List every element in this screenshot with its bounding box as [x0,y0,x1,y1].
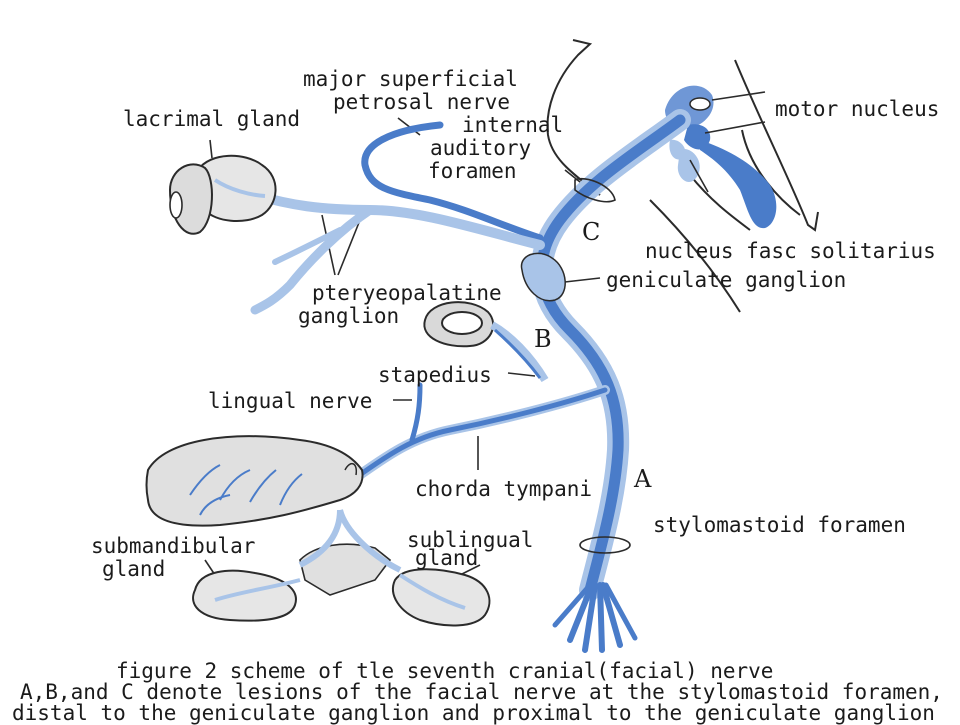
label-stapedius: stapedius [378,363,492,387]
label-gland-submandibular: gland [102,557,166,581]
lesion-marker-a: A [634,465,652,493]
submandibular-gland [192,569,301,622]
caption-title: figure 2 scheme of tle seventh cranial(f… [116,659,774,683]
jaw-connector [298,509,402,596]
eyeball-icon [168,163,213,235]
label-petrosal-nerve: petrosal nerve [333,90,511,114]
geniculate-ganglion [520,252,566,302]
label-submandibular: submandibular [91,534,256,558]
label-nucleus-fasc-solitarius: nucleus fasc solitarius [645,239,936,263]
label-pteryeopalatine: pteryeopalatine [312,281,502,305]
stapedius-muscle [423,301,549,383]
label-foramen: foramen [428,159,517,183]
caption-line-2: A,B,and C denote lesions of the facial n… [20,680,943,704]
petrosal-nerve [250,121,545,315]
label-geniculate-ganglion: geniculate ganglion [606,268,847,292]
label-internal: internal [462,113,564,137]
internal-auditory-foramen [574,178,616,203]
label-ganglion: ganglion [298,304,400,328]
label-sublingual: sublingual [407,528,534,552]
stylomastoid-foramen-ring [579,536,631,554]
label-major-superficial: major superficial [303,67,518,91]
label-auditory: auditory [430,136,532,160]
nucleus-fasc-solitarius [669,139,777,229]
label-stylomastoid-foramen: stylomastoid foramen [653,513,906,537]
label-chorda-tympani: chorda tympani [415,477,593,501]
tongue [145,435,364,527]
lesion-marker-c: C [582,218,601,246]
label-motor-nucleus: motor nucleus [775,97,940,121]
sublingual-gland [392,568,491,627]
lesion-marker-b: B [534,325,552,353]
label-gland-sublingual: gland [415,546,479,570]
label-lingual-nerve: lingual nerve [208,389,373,413]
label-lacrimal-gland: lacrimal gland [123,107,301,131]
facial-nerve-trunk [530,109,691,653]
caption-line-3: distal to the geniculate ganglion and pr… [12,701,935,725]
label-leaders [204,91,766,576]
